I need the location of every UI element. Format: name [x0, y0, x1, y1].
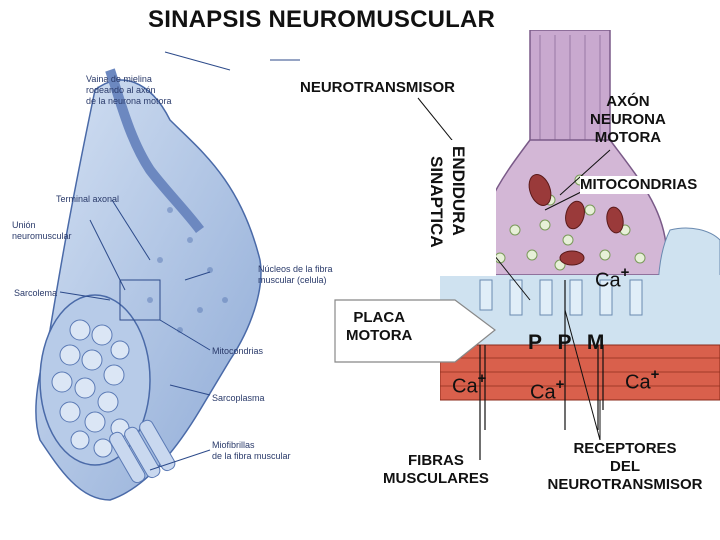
endidura-panel: ENDIDURA SINAPTICA	[386, 140, 496, 276]
label-terminal-axonal: Terminal axonal	[56, 194, 120, 204]
label-ca-mid: Ca+	[530, 376, 565, 404]
label-ca-right: Ca+	[625, 366, 660, 394]
label-sarcoplasma: Sarcoplasma	[212, 393, 265, 403]
label-ca-left: Ca+	[452, 370, 487, 398]
label-ca-top: Ca+	[595, 264, 630, 292]
label-mitocondrias-small: Mitocondrias	[212, 346, 264, 356]
label-mitocondrias: MITOCONDRIAS	[580, 176, 698, 194]
placa-callout-shape	[334, 299, 496, 363]
label-endidura: ENDIDURA	[449, 146, 468, 236]
label-neurotransmisor: NEUROTRANSMISOR	[300, 79, 456, 96]
label-sinaptica: SINAPTICA	[427, 156, 446, 248]
page-title: SINAPSIS NEUROMUSCULAR	[148, 6, 496, 33]
label-ppm: P P M	[528, 331, 610, 354]
synapse-illustration	[440, 30, 720, 460]
muscle-fiber-illustration	[35, 51, 300, 501]
label-sarcolema: Sarcolema	[14, 288, 58, 298]
